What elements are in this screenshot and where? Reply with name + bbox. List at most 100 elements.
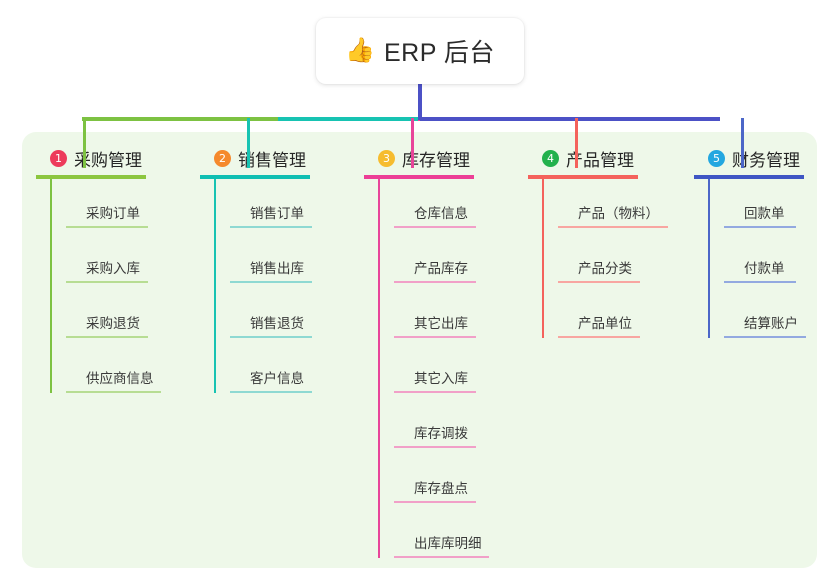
leaf-item-label: 结算账户	[744, 316, 798, 331]
leaf-item-label: 回款单	[744, 206, 785, 221]
branch-items: 产品（物料） 产品分类产品单位	[528, 179, 668, 344]
leaf-item-underline	[394, 446, 476, 448]
branch-items: 销售订单销售出库销售退货客户信息	[200, 179, 312, 399]
branch-number-badge: 3	[378, 149, 395, 167]
leaf-item[interactable]: 供应商信息	[66, 344, 161, 399]
leaf-item-label: 库存盘点	[414, 481, 468, 496]
leaf-item-underline	[230, 336, 312, 338]
connector-segment-4	[420, 117, 720, 121]
leaf-item-label: 采购入库	[86, 261, 140, 276]
leaf-item-label: 采购订单	[86, 206, 140, 221]
branch-number-badge: 5	[708, 149, 725, 167]
branch-title: 产品管理	[566, 150, 634, 170]
leaf-item[interactable]: 库存盘点	[394, 454, 476, 509]
leaf-item-label: 其它出库	[414, 316, 468, 331]
leaf-item-label: 出库库明细	[414, 536, 482, 551]
leaf-item[interactable]: 销售退货	[230, 289, 312, 344]
leaf-item-underline	[558, 281, 640, 283]
leaf-item-underline	[230, 391, 312, 393]
branch-number-badge: 1	[50, 149, 67, 167]
leaf-item[interactable]: 库存调拨	[394, 399, 476, 454]
connector-drop-1	[83, 118, 86, 168]
leaf-item-underline	[394, 226, 476, 228]
connector-drop-2	[247, 118, 250, 168]
thumbs-up-icon: 👍	[345, 37, 375, 64]
root-node-label: ERP 后台	[383, 39, 495, 67]
branch-underline	[694, 175, 804, 179]
leaf-item[interactable]: 客户信息	[230, 344, 312, 399]
branch-column-财务管理: 5 财务管理回款单付款单结算账户	[694, 146, 806, 344]
leaf-item-underline	[558, 226, 668, 228]
leaf-item-underline	[394, 281, 476, 283]
leaf-item-underline	[230, 281, 312, 283]
leaf-item-underline	[724, 336, 806, 338]
branch-column-库存管理: 3 库存管理仓库信息产品库存其它出库其它入库库存调拨库存盘点出库库明细	[364, 146, 489, 564]
branch-underline	[36, 175, 146, 179]
leaf-item-underline	[66, 391, 161, 393]
branch-header-5[interactable]: 5 财务管理	[694, 146, 804, 170]
leaf-item[interactable]: 仓库信息	[394, 179, 476, 234]
leaf-item[interactable]: 销售出库	[230, 234, 312, 289]
leaf-item-label: 客户信息	[250, 371, 304, 386]
branch-items: 仓库信息产品库存其它出库其它入库库存调拨库存盘点出库库明细	[364, 179, 489, 564]
root-node[interactable]: 👍 ERP 后台	[316, 18, 524, 84]
branch-underline	[364, 175, 474, 179]
leaf-item-label: 销售订单	[250, 206, 304, 221]
leaf-item-underline	[724, 226, 796, 228]
connector-drop-4	[575, 118, 578, 168]
leaf-item-label: 其它入库	[414, 371, 468, 386]
leaf-item[interactable]: 产品（物料）	[558, 179, 668, 234]
leaf-item[interactable]: 结算账户	[724, 289, 806, 344]
leaf-item[interactable]: 采购退货	[66, 289, 148, 344]
branch-header-3[interactable]: 3 库存管理	[364, 146, 474, 170]
leaf-item-underline	[66, 281, 148, 283]
branch-title: 库存管理	[402, 150, 470, 170]
leaf-item-label: 产品分类	[578, 261, 632, 276]
branch-trunk	[50, 179, 52, 393]
branches-panel	[22, 132, 817, 568]
leaf-item[interactable]: 采购入库	[66, 234, 148, 289]
branch-trunk	[542, 179, 544, 338]
leaf-item[interactable]: 产品分类	[558, 234, 640, 289]
leaf-item-underline	[230, 226, 312, 228]
branch-underline	[200, 175, 310, 179]
leaf-item-label: 产品单位	[578, 316, 632, 331]
branch-items: 采购订单采购入库采购退货供应商信息	[36, 179, 161, 399]
leaf-item[interactable]: 销售订单	[230, 179, 312, 234]
connector-drop-3	[411, 118, 414, 168]
branch-trunk	[378, 179, 380, 558]
leaf-item-label: 销售退货	[250, 316, 304, 331]
leaf-item-underline	[394, 556, 489, 558]
leaf-item-underline	[394, 391, 476, 393]
branch-title: 财务管理	[732, 150, 800, 170]
leaf-item-underline	[66, 226, 148, 228]
leaf-item[interactable]: 付款单	[724, 234, 804, 289]
leaf-item[interactable]: 其它入库	[394, 344, 476, 399]
leaf-item-underline	[66, 336, 148, 338]
leaf-item[interactable]: 回款单	[724, 179, 804, 234]
branch-trunk	[214, 179, 216, 393]
leaf-item[interactable]: 采购订单	[66, 179, 148, 234]
branch-underline	[528, 175, 638, 179]
leaf-item[interactable]: 出库库明细	[394, 509, 489, 564]
connector-segment-2	[278, 117, 418, 121]
leaf-item-label: 产品库存	[414, 261, 468, 276]
leaf-item-label: 产品（物料）	[578, 206, 659, 221]
leaf-item[interactable]: 其它出库	[394, 289, 476, 344]
leaf-item-underline	[724, 281, 796, 283]
leaf-item-underline	[394, 501, 476, 503]
leaf-item-label: 供应商信息	[86, 371, 154, 386]
branch-number-badge: 2	[214, 149, 231, 167]
leaf-item[interactable]: 产品库存	[394, 234, 476, 289]
leaf-item[interactable]: 产品单位	[558, 289, 640, 344]
leaf-item-label: 采购退货	[86, 316, 140, 331]
root-stem	[418, 84, 422, 120]
leaf-item-underline	[558, 336, 640, 338]
